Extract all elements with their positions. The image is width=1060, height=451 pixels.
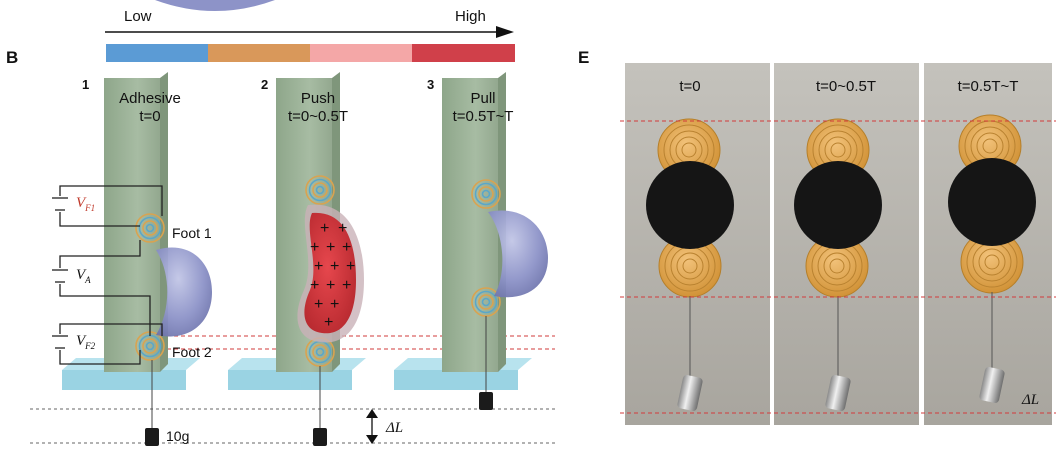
photo-1-weight (677, 375, 703, 411)
charge-plus: + (324, 314, 333, 331)
vf2-label: VF2 (76, 333, 96, 351)
step-1-time: t=0 (139, 108, 160, 125)
vf2-base: V (76, 333, 87, 349)
charge-plus: + (342, 277, 351, 294)
step-3-diagram (394, 72, 548, 410)
scale-arrowhead-icon (496, 26, 514, 38)
weight-label: 10g (166, 428, 189, 444)
vf1-label: VF1 (76, 195, 95, 213)
step-3-title: Pull (470, 90, 495, 107)
charge-plus: + (310, 277, 319, 294)
charge-plus: + (330, 296, 339, 313)
displacement-marker (366, 409, 378, 444)
photo-3-black-balloon (948, 158, 1036, 246)
charge-plus: + (346, 258, 355, 275)
charge-plus: + (314, 258, 323, 275)
charge-plus: + (320, 220, 329, 237)
photo-frame-2 (774, 63, 919, 425)
charge-plus: + (330, 258, 339, 275)
scale-segment-4 (412, 44, 515, 62)
step-2-weight (313, 428, 327, 446)
vf2-wire-return (59, 350, 141, 365)
panel-b-letter: B (6, 48, 18, 67)
scale-segment-3 (310, 44, 412, 62)
photo-2-black-balloon (794, 161, 882, 249)
vf1-base: V (76, 195, 87, 211)
step-3-weight (479, 392, 493, 410)
control-circuit (52, 185, 163, 365)
va-base: V (76, 267, 87, 283)
charge-plus: + (314, 296, 323, 313)
photo-3-weight (979, 367, 1005, 403)
foot-1-label: Foot 1 (172, 225, 212, 241)
scale-low-label: Low (124, 8, 152, 25)
vf1-wire (59, 185, 163, 216)
step-3-base-front (394, 370, 518, 390)
displacement-label-b: ΔL (385, 420, 403, 436)
vf2-wire (59, 323, 163, 336)
photo-1-black-balloon (646, 161, 734, 249)
va-label: VA (76, 267, 91, 285)
step-3-number: 3 (427, 77, 434, 92)
step-1-balloon (156, 247, 212, 337)
photo-3-time: t=0.5T~T (958, 78, 1019, 95)
displacement-arrowhead-down-icon (366, 435, 378, 444)
color-scale-bar (106, 44, 515, 62)
photo-2-time: t=0~0.5T (816, 78, 876, 95)
displacement-label-e: ΔL (1021, 392, 1039, 408)
step-2-diagram: + + + + + + + + + + + + + + (228, 72, 366, 446)
vf1-wire-return (59, 212, 140, 227)
photo-2-weight (825, 375, 851, 411)
step-1-title: Adhesive (119, 90, 181, 107)
step-1-diagram (62, 72, 212, 446)
photo-frame-3 (924, 63, 1052, 425)
step-1-base-front (62, 370, 186, 390)
vf1-sub: F1 (84, 203, 95, 213)
step-1-number: 1 (82, 77, 89, 92)
scale-high-label: High (455, 8, 486, 25)
vf2-sub: F2 (84, 341, 95, 351)
charge-plus: + (338, 220, 347, 237)
charge-plus: + (342, 239, 351, 256)
step-3-balloon (488, 210, 548, 298)
step-2-time: t=0~0.5T (288, 108, 348, 125)
panel-e-letter: E (578, 48, 589, 67)
charge-plus: + (326, 277, 335, 294)
va-wire (59, 240, 141, 268)
charge-symbols: + + + + + + + + + + + + + + (310, 220, 355, 331)
step-2-number: 2 (261, 77, 268, 92)
photo-frame-1 (625, 63, 770, 425)
scale-segment-1 (106, 44, 208, 62)
va-sub: A (84, 275, 91, 285)
step-1-weight (145, 428, 159, 446)
charge-plus: + (310, 239, 319, 256)
displacement-arrowhead-up-icon (366, 409, 378, 418)
step-3-time: t=0.5T~T (453, 108, 514, 125)
top-partial-circle (155, 0, 275, 11)
charge-plus: + (326, 239, 335, 256)
step-3-panel (442, 78, 498, 372)
scale-segment-2 (208, 44, 310, 62)
step-1-panel-side (160, 72, 168, 372)
step-2-title: Push (301, 90, 335, 107)
charged-balloon (304, 212, 356, 334)
photo-1-time: t=0 (679, 78, 700, 95)
foot-2-label: Foot 2 (172, 344, 212, 360)
va-wire-return (59, 284, 151, 336)
step-2-base-front (228, 370, 352, 390)
